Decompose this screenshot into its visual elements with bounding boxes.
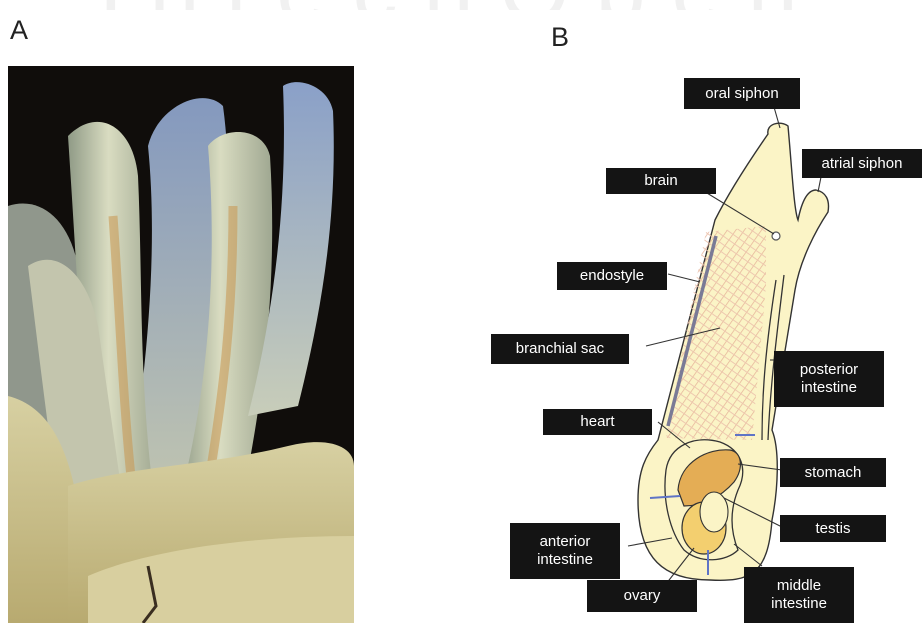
ascidian-photo <box>8 66 354 623</box>
stomach-label: stomach <box>780 458 886 487</box>
anterior-intestine-label: anterior intestine <box>510 523 620 579</box>
panel-b-letter: B <box>551 22 569 53</box>
atrial-siphon-label: atrial siphon <box>802 149 922 178</box>
branchial-sac-shape <box>666 226 766 440</box>
posterior-intestine-label: posterior intestine <box>774 351 884 407</box>
endostyle-label: endostyle <box>557 262 667 290</box>
brain-label: brain <box>606 168 716 194</box>
branchial-sac-label: branchial sac <box>491 334 629 364</box>
panel-a-letter: A <box>10 15 28 46</box>
testis-label: testis <box>780 515 886 542</box>
heart-label: heart <box>543 409 652 435</box>
oral-siphon-label: oral siphon <box>684 78 800 109</box>
middle-intestine-label: middle intestine <box>744 567 854 623</box>
ovary-label: ovary <box>587 580 697 612</box>
watermark-text: IntechOpen <box>0 0 922 10</box>
